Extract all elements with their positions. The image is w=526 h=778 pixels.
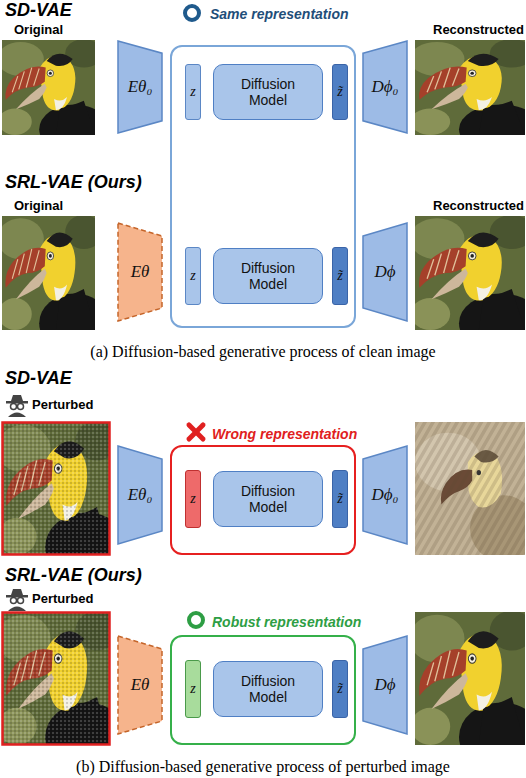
latent-box: z <box>185 247 201 305</box>
method-name: SRL-VAE (Ours) <box>5 565 142 586</box>
art-line <box>189 425 203 439</box>
decoder-block-shape <box>363 41 407 133</box>
art-circle <box>11 598 17 604</box>
bird-photo <box>410 39 526 154</box>
attacker-icon <box>6 395 28 417</box>
block-label: Eθ₀ <box>128 77 153 97</box>
latent-box: z <box>185 660 201 718</box>
subfigure-caption: (a) Diffusion-based generative process o… <box>0 343 526 361</box>
representation-group: Robust representationzDiffusion Modelz̃ <box>170 635 356 745</box>
block-label: z <box>190 491 195 507</box>
latent-box: z̃ <box>332 64 348 120</box>
column-heading: Original <box>14 198 63 213</box>
diffusion-box: Diffusion Model <box>213 471 323 527</box>
perturbation-noise <box>2 422 110 555</box>
perturbed-border <box>3 423 110 555</box>
bird-photo <box>410 215 526 353</box>
column-heading: Perturbed <box>32 397 93 412</box>
bird-photo <box>0 421 127 582</box>
subfigure-caption: (b) Diffusion-based generative process o… <box>0 758 526 776</box>
block-label: Diffusion Model <box>223 673 313 705</box>
bird-photo <box>0 39 110 154</box>
art-path <box>8 413 26 418</box>
diffusion-box: Diffusion Model <box>213 64 323 120</box>
decoder-block: Dϕ₀ <box>362 40 408 134</box>
diffusion-box: Diffusion Model <box>213 248 323 304</box>
decoder-block: Dϕ <box>362 635 408 735</box>
art-path <box>8 607 26 612</box>
art-circle <box>18 598 24 604</box>
bird-photo <box>0 611 127 772</box>
block-label: z <box>190 681 195 697</box>
ring-icon <box>185 6 199 20</box>
decoder-block-shape <box>363 446 407 544</box>
block-label: z̃ <box>337 681 342 697</box>
method-name: SD-VAE <box>5 0 72 21</box>
encoder-block: Eθ₀ <box>117 445 163 545</box>
ring-icon <box>189 613 203 627</box>
group-heading: Wrong representation <box>212 426 357 443</box>
block-label: Eθ <box>131 262 150 282</box>
block-label: Dϕ <box>374 675 395 695</box>
bird-photo <box>410 611 526 772</box>
corrupted-photo <box>415 422 526 562</box>
art-path <box>11 589 23 595</box>
bird-photo <box>0 39 526 772</box>
art-circle <box>11 404 17 410</box>
block-label: z̃ <box>337 491 342 507</box>
art-circle <box>18 404 24 410</box>
latent-box: z̃ <box>332 660 348 718</box>
encoder-block: Eθ <box>117 222 163 322</box>
encoder-block-shape <box>118 223 162 321</box>
group-heading: Robust representation <box>212 614 361 631</box>
block-label: Dϕ₀ <box>372 77 399 97</box>
block-label: Dϕ <box>374 262 395 282</box>
column-heading: Reconstructed <box>433 198 524 213</box>
block-label: Diffusion Model <box>223 76 313 108</box>
latent-box: z <box>185 470 201 528</box>
method-name: SRL-VAE (Ours) <box>5 172 142 193</box>
latent-box: z̃ <box>332 470 348 528</box>
perturbed-border <box>3 613 110 745</box>
group-heading: Same representation <box>210 6 349 23</box>
decoder-block-shape <box>363 636 407 734</box>
art-rect <box>6 595 28 598</box>
latent-box: z̃ <box>332 247 348 305</box>
perturbation-noise <box>2 612 110 745</box>
block-label: z̃ <box>337 84 342 100</box>
encoder-block-shape <box>118 41 162 133</box>
status-icons <box>185 6 203 627</box>
block-label: Diffusion Model <box>223 483 313 515</box>
decoder-block-shape <box>363 223 407 321</box>
representation-group: Wrong representationzDiffusion Modelz̃ <box>170 445 356 555</box>
encoder-block: Eθ₀ <box>117 40 163 134</box>
block-label: z̃ <box>337 268 342 284</box>
art-path <box>11 395 23 401</box>
block-label: Eθ₀ <box>128 485 153 505</box>
block-label: z <box>190 268 195 284</box>
attacker-icon <box>6 589 28 611</box>
decoder-block: Dϕ₀ <box>362 445 408 545</box>
block-label: Diffusion Model <box>223 260 313 292</box>
block-label: Eθ <box>131 675 150 695</box>
art-line <box>189 425 203 439</box>
decoder-block: Dϕ <box>362 222 408 322</box>
block-label: z <box>190 84 195 100</box>
encoder-block-shape <box>118 446 162 544</box>
representation-group: Same representationzDiffusion Modelz̃zDi… <box>170 45 356 328</box>
art-rect <box>6 401 28 404</box>
column-heading: Perturbed <box>32 591 93 606</box>
block-label: Dϕ₀ <box>372 485 399 505</box>
method-name: SD-VAE <box>5 368 72 389</box>
diffusion-box: Diffusion Model <box>213 661 323 717</box>
cross-icon <box>189 425 203 439</box>
column-heading: Reconstructed <box>433 22 524 37</box>
bird-photo <box>0 215 110 353</box>
latent-box: z <box>185 64 201 120</box>
column-heading: Original <box>14 22 63 37</box>
encoder-block: Eθ <box>117 635 163 735</box>
encoder-block-shape <box>118 636 162 734</box>
